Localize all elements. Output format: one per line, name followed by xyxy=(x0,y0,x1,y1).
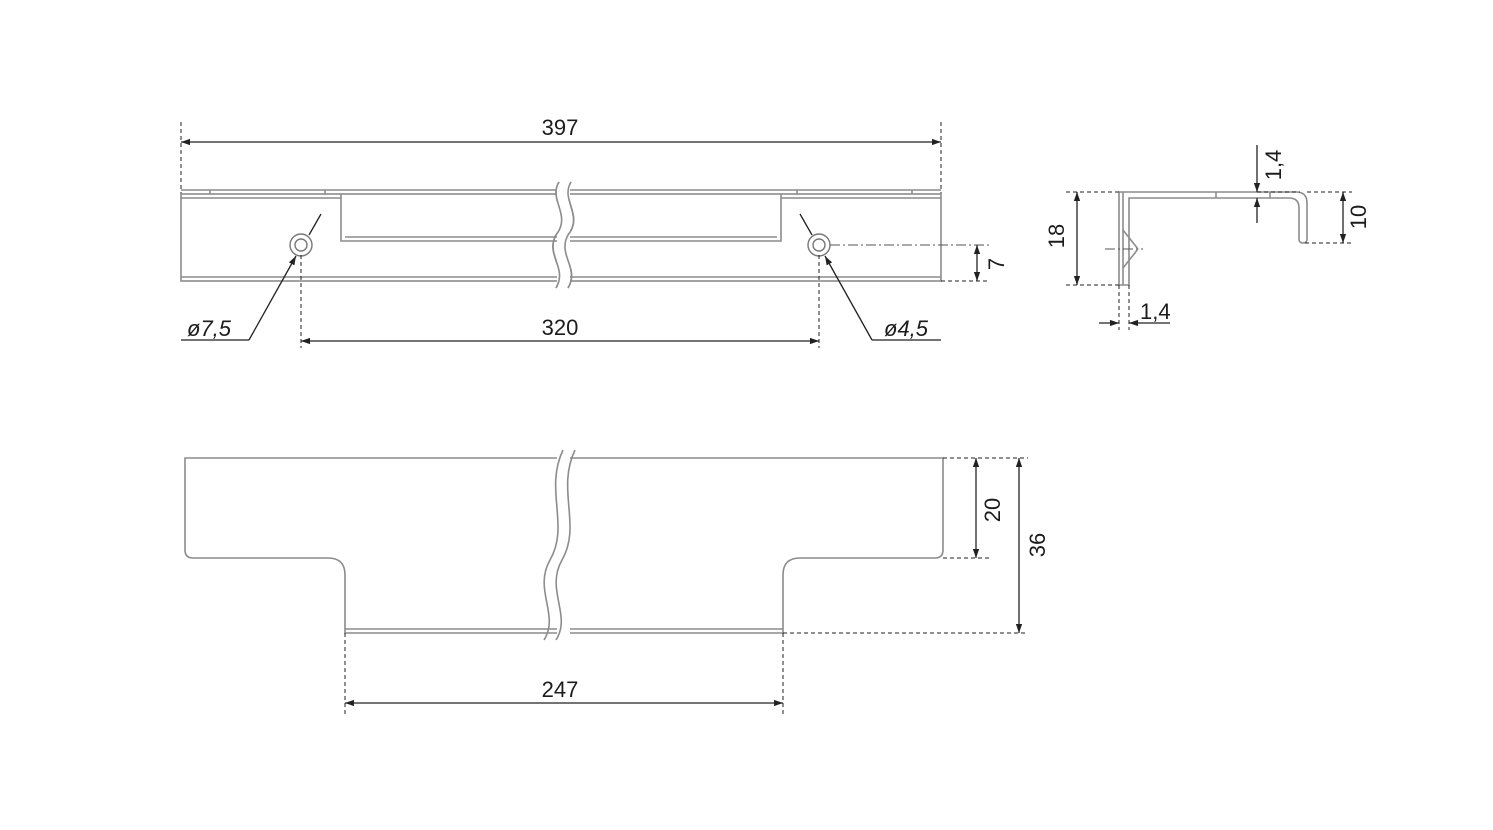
leader-tick-right xyxy=(799,213,813,236)
leader-left xyxy=(248,255,297,341)
dimension-hole-offset: 7 xyxy=(984,258,1009,270)
break-line xyxy=(543,449,564,641)
dimension-left-hole-diameter: ø7,5 xyxy=(187,316,232,341)
mounting-hole-left xyxy=(289,233,313,257)
dimension-lip-height: 10 xyxy=(1346,205,1371,229)
dimension-hole-spacing: 320 xyxy=(542,315,579,340)
profile-view: 18 1,4 1,4 10 xyxy=(1044,145,1371,330)
dimension-flange-length: 247 xyxy=(542,677,579,702)
dimension-total-height: 36 xyxy=(1025,533,1050,557)
profile-detail xyxy=(1122,229,1139,250)
dimension-wall-thickness: 1,4 xyxy=(1140,299,1171,324)
top-view: 397 320 7 xyxy=(180,115,1009,348)
dimension-top-thickness: 1,4 xyxy=(1261,150,1286,181)
dimension-profile-height: 18 xyxy=(1044,224,1069,248)
leader-right xyxy=(824,255,873,341)
profile-detail xyxy=(1122,248,1139,269)
break-line-edge xyxy=(552,181,563,289)
leader-tick-left xyxy=(308,213,322,236)
break-line-edge xyxy=(564,181,575,289)
bottom-view: 20 36 247 xyxy=(184,449,1050,714)
break-gap xyxy=(557,450,570,640)
profile-section xyxy=(1118,191,1308,286)
mounting-hole-right xyxy=(807,233,831,257)
dimension-overall-length: 397 xyxy=(542,115,579,140)
break-line xyxy=(555,449,576,641)
mounting-hole-left-inner xyxy=(294,238,308,252)
dimension-right-hole-diameter: ø4,5 xyxy=(884,316,929,341)
mounting-hole-right-inner xyxy=(812,238,826,252)
dimension-flange-height: 20 xyxy=(980,498,1005,522)
